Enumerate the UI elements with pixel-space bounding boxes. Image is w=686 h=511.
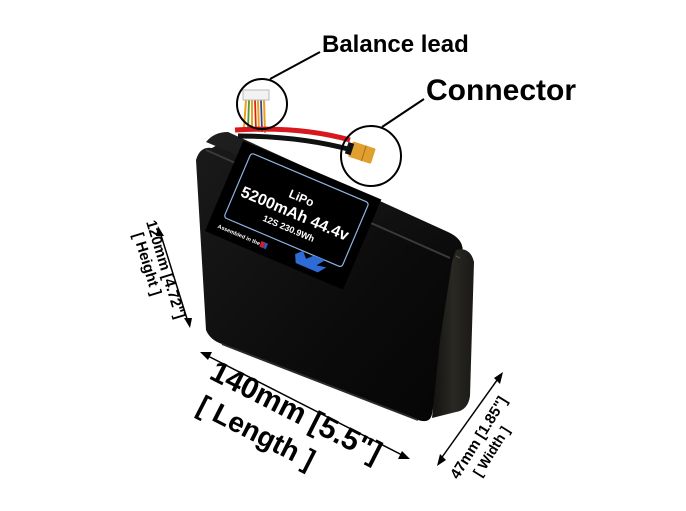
connector-label: Connector	[426, 74, 576, 107]
balance-lead-callout-line	[269, 51, 321, 80]
label-border	[224, 153, 369, 268]
length-arrow-head-left-icon	[200, 352, 212, 360]
height-dimension: 120mm [4.72"] [ Height ]	[129, 218, 192, 328]
balance-connector-icon	[242, 89, 270, 101]
width-arrow-head-top-icon	[494, 372, 503, 384]
edge-detail	[455, 255, 461, 259]
brand-logo-icon	[295, 250, 327, 273]
label-background	[204, 140, 382, 290]
connector-callout-line	[381, 98, 425, 128]
height-arrow-head-bottom-icon	[184, 318, 192, 328]
battery-bottom-edge	[221, 343, 419, 421]
xt-connector-icon	[344, 141, 376, 164]
balance-lead-callout-circle	[236, 78, 288, 130]
main-wire-black	[237, 133, 353, 153]
width-arrow-line	[439, 375, 501, 461]
length-arrow-head-right-icon	[398, 451, 410, 459]
balance-lead-label: Balance lead	[322, 31, 469, 58]
connector-callout-circle	[340, 125, 402, 187]
height-arrow-line	[159, 231, 189, 323]
usa-flag-icon-blue	[262, 242, 269, 250]
main-wire-red	[234, 126, 351, 143]
battery-label: LiPo 5200mAh 44.4v 12S 230.9Wh Assembled…	[204, 140, 382, 290]
width-arrow-head-bottom-icon	[437, 454, 446, 466]
length-arrow-line	[203, 353, 405, 457]
usa-flag-icon	[259, 240, 266, 249]
height-arrow-head-top-icon	[156, 226, 164, 236]
battery-side-face	[432, 249, 474, 418]
balance-wire-red	[254, 99, 257, 132]
callouts: Balance lead Connector	[236, 31, 576, 187]
